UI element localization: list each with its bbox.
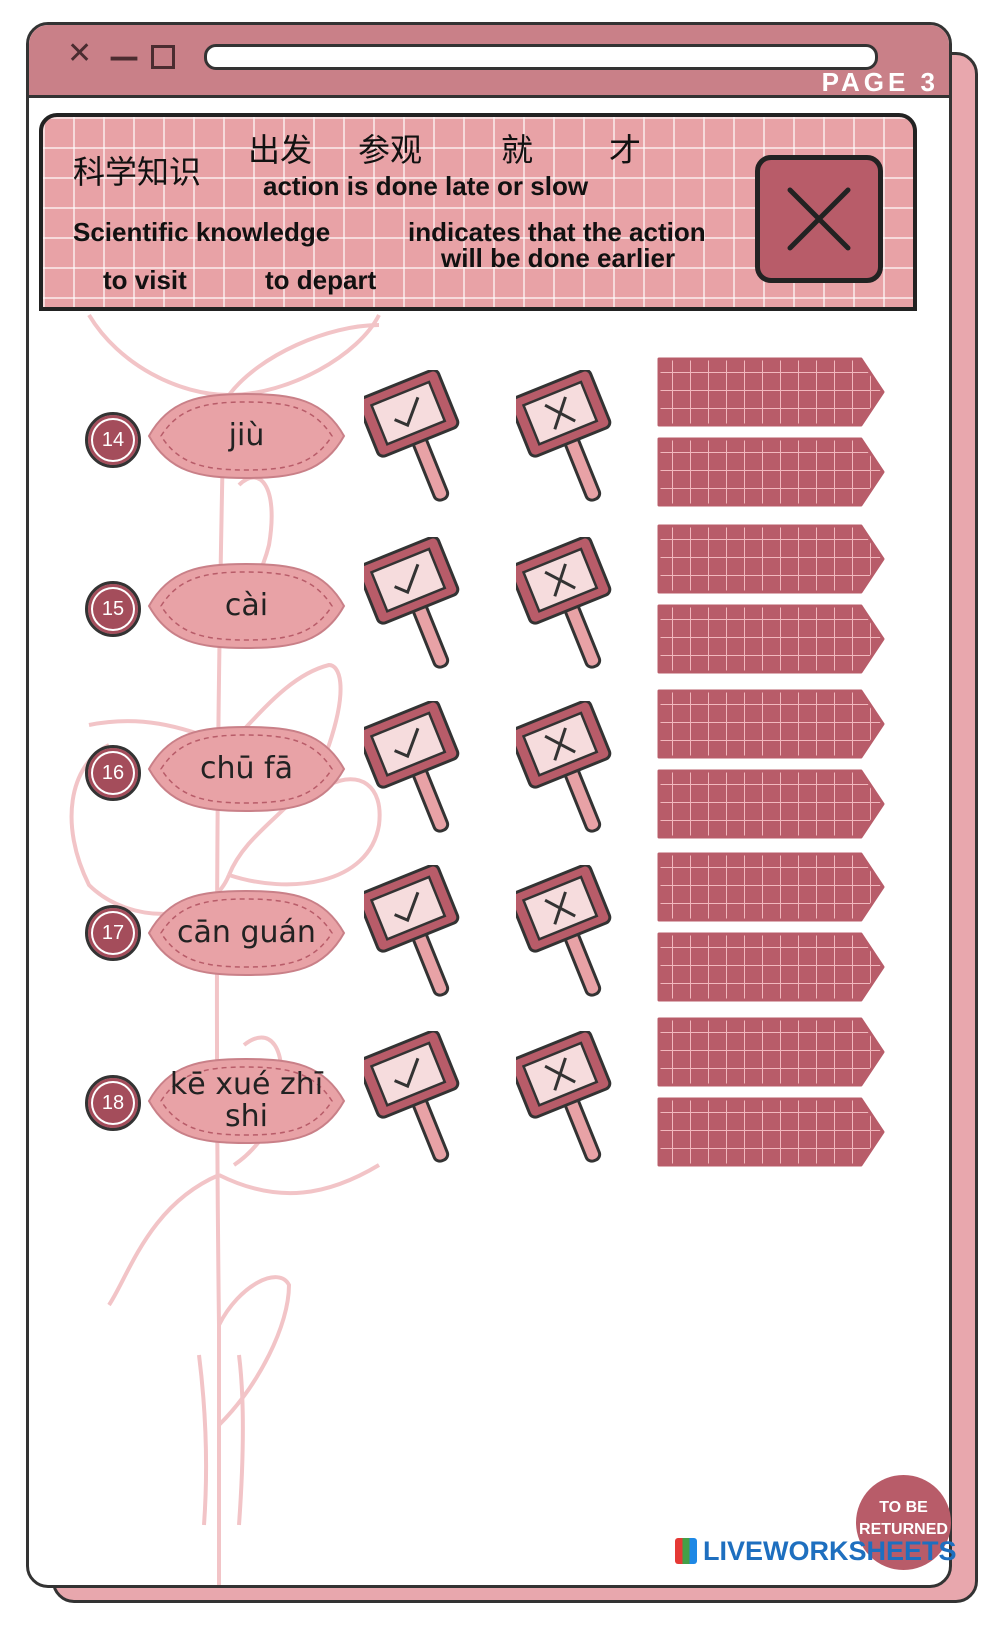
answer-drop-box[interactable] — [655, 1095, 887, 1169]
answer-drop-box[interactable] — [655, 355, 887, 429]
window-close-icon[interactable]: ✕ — [67, 36, 93, 71]
returned-stamp: TO BE RETURNED — [856, 1475, 951, 1570]
answer-drop-box[interactable] — [655, 767, 887, 841]
word-bank-panel: 科学知识 出发 参观 就 才 action is done late or sl… — [39, 113, 917, 311]
watermark: LIVEWORKSHEETS — [675, 1534, 957, 1568]
cross-sign-icon[interactable] — [516, 701, 626, 841]
pinyin-label: cān guán — [139, 887, 354, 979]
pinyin-label: jiù — [139, 390, 354, 482]
question-number: 18 — [101, 1091, 125, 1114]
check-sign-icon[interactable] — [364, 1031, 474, 1171]
stamp-line1: TO BE — [879, 1499, 928, 1516]
meaning-earlier-line2[interactable]: will be done earlier — [441, 243, 676, 273]
answer-drop-box[interactable] — [655, 602, 887, 676]
pinyin-label: cài — [139, 560, 354, 652]
address-bar[interactable] — [204, 44, 878, 70]
answer-drop-box[interactable] — [655, 930, 887, 1004]
question-number-badge: 17 — [85, 905, 141, 961]
answer-drop-box[interactable] — [655, 850, 887, 924]
cross-sign-icon[interactable] — [516, 537, 626, 677]
pinyin-text: kē xué zhī shi — [169, 1067, 324, 1134]
pinyin-text: chū fā — [199, 751, 293, 786]
question-number: 17 — [101, 921, 125, 944]
question-number: 16 — [101, 761, 125, 784]
word-kexue-zhishi[interactable]: 科学知识 — [73, 153, 202, 191]
question-number-badge: 14 — [85, 412, 141, 468]
word-cai[interactable]: 才 — [609, 131, 642, 169]
question-number-badge: 18 — [85, 1075, 141, 1131]
meaning-scientific-knowledge[interactable]: Scientific knowledge — [73, 217, 331, 247]
watermark-text: LIVEWORKSHEETS — [703, 1535, 957, 1566]
window-minimize-icon[interactable]: — — [109, 40, 139, 75]
check-sign-icon[interactable] — [364, 865, 474, 1005]
meaning-to-visit[interactable]: to visit — [103, 265, 187, 295]
question-number: 14 — [101, 428, 125, 451]
check-sign-icon[interactable] — [364, 370, 474, 510]
check-sign-icon[interactable] — [364, 701, 474, 841]
close-x-icon[interactable] — [755, 155, 883, 283]
word-jiu[interactable]: 就 — [501, 131, 534, 169]
window-maximize-icon[interactable] — [151, 45, 175, 69]
answer-drop-box[interactable] — [655, 1015, 887, 1089]
pinyin-text: jiù — [228, 418, 265, 453]
word-chufa[interactable]: 出发 — [248, 131, 313, 169]
cross-sign-icon[interactable] — [516, 1031, 626, 1171]
question-number-badge: 16 — [85, 745, 141, 801]
answer-drop-box[interactable] — [655, 435, 887, 509]
answer-drop-box[interactable] — [655, 522, 887, 596]
question-number-badge: 15 — [85, 581, 141, 637]
liveworksheets-logo-icon — [675, 1538, 697, 1564]
pinyin-label: kē xué zhī shi — [139, 1055, 354, 1147]
pinyin-label: chū fā — [139, 723, 354, 815]
pinyin-text: cài — [224, 588, 269, 623]
cross-sign-icon[interactable] — [516, 370, 626, 510]
app-window: ✕ — PAGE 3 科学知识 出发 参观 就 才 action — [26, 22, 952, 1588]
meaning-earlier-line1[interactable]: indicates that the action — [408, 217, 706, 247]
stamp-line2: RETURNED — [859, 1521, 948, 1538]
word-canguan[interactable]: 参观 — [358, 131, 423, 169]
meaning-to-depart[interactable]: to depart — [265, 265, 377, 295]
check-sign-icon[interactable] — [364, 537, 474, 677]
question-number: 15 — [101, 597, 125, 620]
answer-drop-box[interactable] — [655, 687, 887, 761]
pinyin-text: cān guán — [177, 915, 316, 950]
meaning-late-or-slow[interactable]: action is done late or slow — [263, 171, 589, 201]
title-bar: ✕ — PAGE 3 — [29, 25, 949, 98]
cross-sign-icon[interactable] — [516, 865, 626, 1005]
page-label: PAGE 3 — [821, 67, 939, 97]
